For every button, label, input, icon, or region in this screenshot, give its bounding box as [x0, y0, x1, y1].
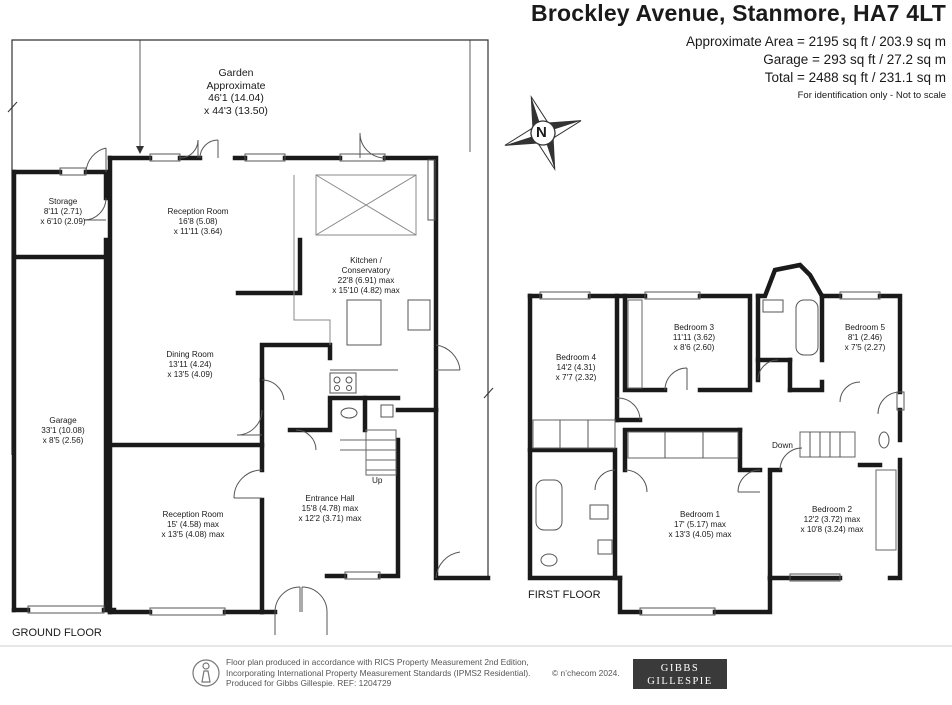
- first-floor-label: FIRST FLOOR: [528, 589, 601, 601]
- compass-icon: [504, 95, 582, 171]
- room-name: Bedroom 2: [811, 505, 853, 514]
- room-name: Reception Room: [167, 207, 229, 216]
- room-bedroom-2: Bedroom 2 12'2 (3.72) max x 10'8 (3.24) …: [801, 505, 864, 535]
- room-dim: x 13'3 (4.05) max: [668, 530, 732, 539]
- room-name: Bedroom 5: [844, 323, 886, 332]
- garden-dim2: x 44'3 (13.50): [204, 104, 268, 117]
- room-reception-rear: Reception Room 16'8 (5.08) x 11'11 (3.64…: [168, 207, 229, 237]
- room-dim: x 10'8 (3.24) max: [800, 525, 864, 534]
- logo-line: GILLESPIE: [647, 676, 713, 687]
- scale-note: For identification only - Not to scale: [797, 90, 946, 101]
- room-bedroom-1: Bedroom 1 17' (5.17) max x 13'3 (4.05) m…: [669, 510, 732, 540]
- ground-floor-label: GROUND FLOOR: [12, 627, 102, 639]
- area-garage: Garage = 293 sq ft / 27.2 sq m: [763, 52, 946, 67]
- first-floor-details: [532, 291, 905, 616]
- footer-statement: Floor plan produced in accordance with R…: [226, 657, 586, 689]
- room-kitchen-conservatory: Kitchen / Conservatory 22'8 (6.91) max x…: [332, 256, 400, 296]
- room-dim: 8'1 (2.46): [847, 333, 883, 342]
- room-dim: x 6'10 (2.09): [40, 217, 86, 226]
- stairs-down-label: Down: [772, 441, 793, 450]
- room-dim: x 8'5 (2.56): [42, 436, 84, 445]
- footer-credit: © n’checom 2024.: [552, 668, 620, 678]
- room-storage: Storage 8'11 (2.71) x 6'10 (2.09): [40, 197, 85, 227]
- area-total: Total = 2488 sq ft / 231.1 sq m: [764, 70, 946, 85]
- rics-icon: [192, 659, 220, 687]
- footer-line: Produced for Gibbs Gillespie. REF: 12047…: [226, 678, 392, 688]
- room-dim: 8'11 (2.71): [43, 207, 83, 216]
- room-dim: 11'11 (3.62): [672, 333, 716, 342]
- room-dim: x 7'7 (2.32): [555, 373, 597, 382]
- room-name: Conservatory: [341, 266, 391, 275]
- ground-floor-windows: [27, 132, 461, 635]
- logo-line: GIBBS: [660, 663, 700, 674]
- room-name: Reception Room: [162, 510, 224, 519]
- area-approximate: Approximate Area = 2195 sq ft / 203.9 sq…: [685, 34, 946, 49]
- room-dim: x 15'10 (4.82) max: [332, 286, 400, 295]
- room-dim: x 13'5 (4.08) max: [161, 530, 225, 539]
- room-name: Storage: [48, 197, 78, 206]
- footer-line: Floor plan produced in accordance with R…: [226, 657, 529, 667]
- room-dim: x 13'5 (4.09): [167, 370, 213, 379]
- room-bedroom-4: Bedroom 4 14'2 (4.31) x 7'7 (2.32): [556, 353, 597, 383]
- room-entrance-hall: Entrance Hall 15'8 (4.78) max x 12'2 (3.…: [299, 494, 362, 524]
- room-name: Dining Room: [166, 350, 214, 359]
- room-dim: 15' (4.58) max: [166, 520, 220, 529]
- garden-name: Garden: [218, 67, 254, 79]
- room-dim: 13'11 (4.24): [168, 360, 212, 369]
- footer-line: Incorporating International Property Mea…: [226, 667, 531, 678]
- room-dim: x 7'5 (2.27): [844, 343, 886, 352]
- room-bedroom-5: Bedroom 5 8'1 (2.46) x 7'5 (2.27): [845, 323, 886, 353]
- room-dim: 15'8 (4.78) max: [301, 504, 359, 513]
- room-dim: x 12'2 (3.71) max: [298, 514, 362, 523]
- room-name: Bedroom 3: [673, 323, 715, 332]
- room-name: Entrance Hall: [305, 494, 355, 503]
- room-bedroom-3: Bedroom 3 11'11 (3.62) x 8'6 (2.60): [673, 323, 715, 353]
- garden-label: Garden Approximate 46'1 (14.04) x 44'3 (…: [204, 67, 268, 117]
- room-dim: 33'1 (10.08): [41, 426, 85, 435]
- room-name: Kitchen /: [350, 256, 382, 265]
- compass-north-label: N: [536, 124, 547, 141]
- garden-dim1: 46'1 (14.04): [208, 92, 264, 104]
- room-dim: 12'2 (3.72) max: [803, 515, 861, 524]
- room-dining: Dining Room 13'11 (4.24) x 13'5 (4.09): [166, 350, 213, 380]
- gibbs-gillespie-logo: GIBBS GILLESPIE: [633, 659, 727, 689]
- room-name: Bedroom 4: [555, 353, 597, 362]
- room-dim: 22'8 (6.91) max: [337, 276, 395, 285]
- first-floor-walls: [527, 262, 903, 615]
- room-reception-front: Reception Room 15' (4.58) max x 13'5 (4.…: [162, 510, 225, 540]
- garden-sub: Approximate: [206, 79, 266, 92]
- room-dim: 16'8 (5.08): [178, 217, 218, 226]
- ground-floor-walls: [11, 155, 491, 615]
- room-name: Bedroom 1: [679, 510, 721, 519]
- room-dim: 17' (5.17) max: [673, 520, 727, 529]
- room-dim: x 11'11 (3.64): [173, 227, 223, 236]
- room-dim: x 8'6 (2.60): [673, 343, 715, 352]
- room-dim: 14'2 (4.31): [556, 363, 596, 372]
- room-name: Garage: [49, 416, 77, 425]
- room-garage: Garage 33'1 (10.08) x 8'5 (2.56): [41, 416, 84, 446]
- property-title: Brockley Avenue, Stanmore, HA7 4LT: [531, 0, 946, 26]
- garden-boundary: [7, 39, 494, 578]
- stairs-up-label: Up: [372, 476, 383, 485]
